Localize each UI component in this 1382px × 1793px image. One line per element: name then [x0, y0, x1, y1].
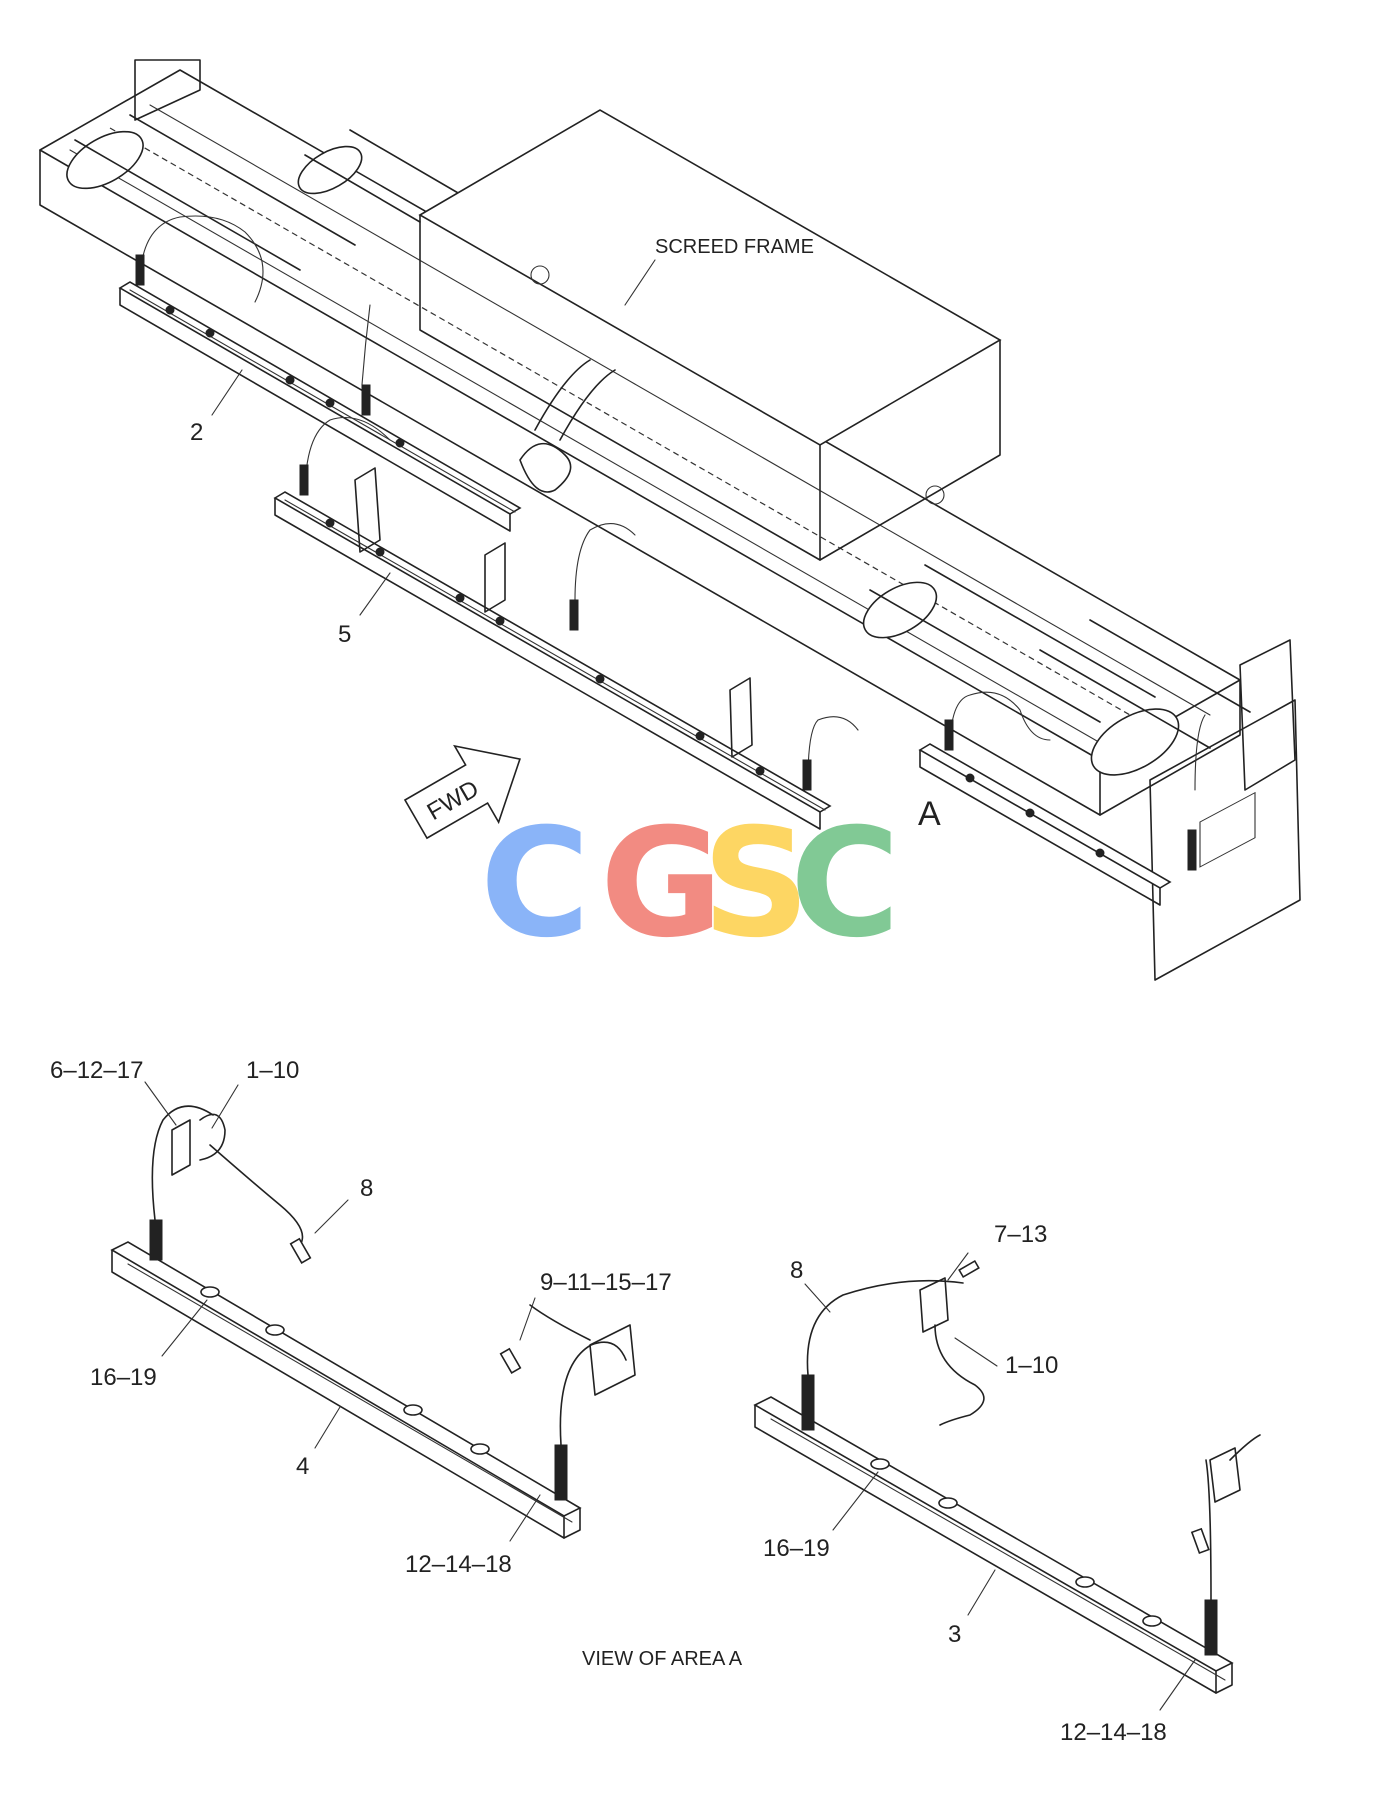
detail-beam-3: 7–13 8 1–10 16–19 3 12–14–18: [753, 1221, 1261, 1746]
watermark-letter-1: G: [600, 797, 723, 971]
beam-2: [118, 215, 522, 532]
screed-frame-assembly: [39, 59, 1301, 981]
label-3: 3: [948, 1621, 961, 1648]
watermark-letter-3: C: [790, 797, 900, 971]
watermark-letter-0: C: [480, 797, 590, 971]
part-5-label: 5: [338, 621, 351, 648]
label-8-right: 8: [790, 1257, 803, 1284]
label-8-left: 8: [360, 1175, 373, 1202]
part-2-label: 2: [190, 419, 203, 446]
label-16-19-right: 16–19: [763, 1535, 830, 1562]
label-7-13: 7–13: [994, 1221, 1047, 1248]
area-a-label: A: [918, 795, 941, 833]
view-of-area-label: VIEW OF AREA A: [582, 1648, 743, 1670]
label-4: 4: [296, 1453, 309, 1480]
beam-a: [918, 691, 1206, 906]
bolt-icon: [200, 1286, 490, 1455]
label-12-14-18-right: 12–14–18: [1060, 1719, 1167, 1746]
detail-beam-4: 6–12–17 1–10 8 16–19 4 12–14–18 9–11–15–…: [50, 1057, 672, 1578]
label-16-19-left: 16–19: [90, 1364, 157, 1391]
screed-frame-label: SCREED FRAME: [655, 236, 814, 258]
bolt-icon: [870, 1458, 1162, 1627]
top-callouts: SCREED FRAME 2 5 A: [190, 236, 941, 833]
label-1-10-left: 1–10: [246, 1057, 299, 1084]
watermark-letter-2: S: [702, 797, 810, 971]
label-9-11-15-17: 9–11–15–17: [540, 1269, 672, 1296]
label-6-12-17: 6–12–17: [50, 1057, 143, 1084]
beam-5: [273, 416, 859, 830]
label-12-14-18-left: 12–14–18: [405, 1551, 512, 1578]
label-1-10-right: 1–10: [1005, 1352, 1058, 1379]
cgsc-watermark: C G S C: [480, 797, 900, 971]
